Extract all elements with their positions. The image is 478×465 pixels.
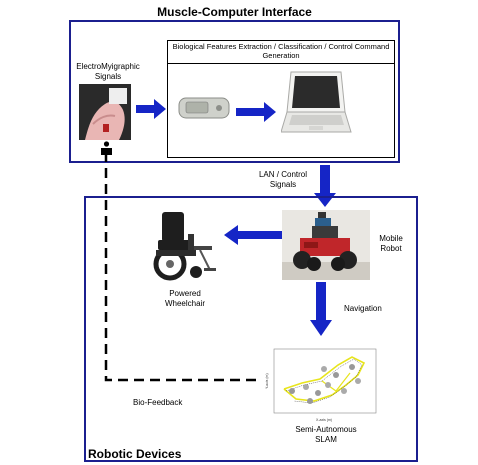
bio-feedback-connector-icon: [100, 141, 113, 155]
bio-feedback-label: Bio-Feedback: [133, 398, 182, 408]
